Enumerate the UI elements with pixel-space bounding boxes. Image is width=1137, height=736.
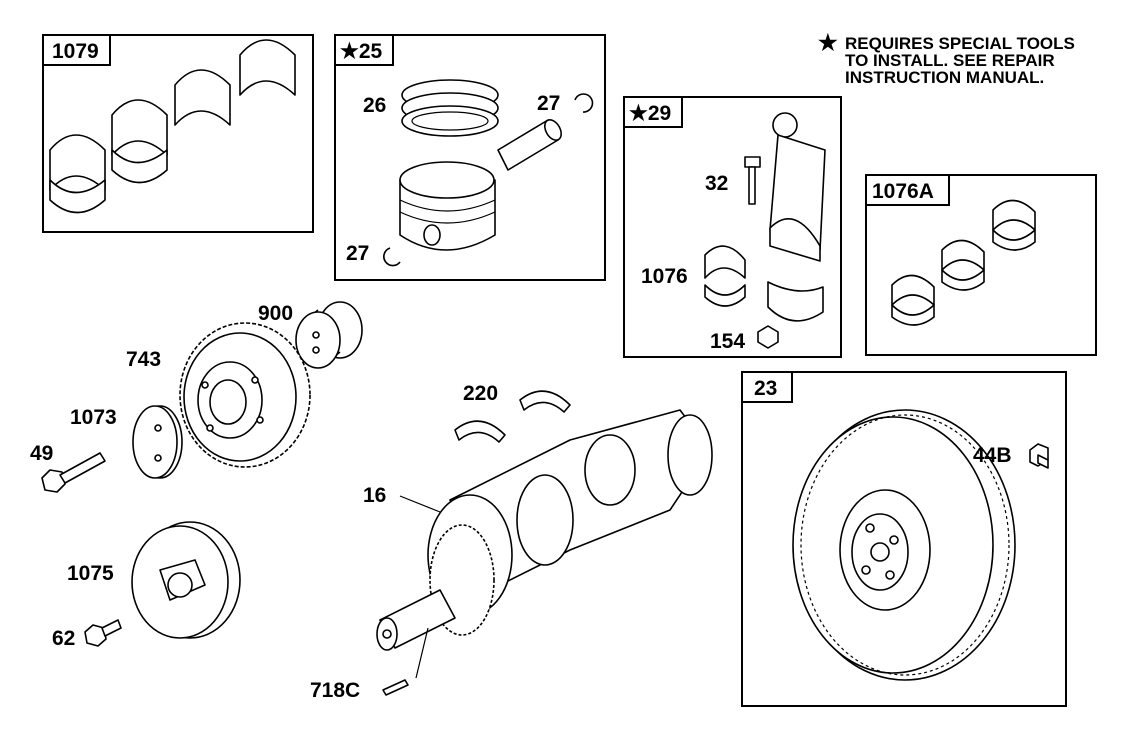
rod-bearing-icon xyxy=(704,245,746,307)
box-label-29: ★29 xyxy=(629,102,671,125)
rod-nut-icon xyxy=(757,325,779,349)
flywheel-icon xyxy=(792,409,1016,681)
piston-rings-icon xyxy=(401,79,499,137)
label-49: 49 xyxy=(30,442,53,465)
label-1075: 1075 xyxy=(67,562,114,585)
label-44B: 44B xyxy=(973,444,1012,467)
leader-16 xyxy=(399,495,441,513)
box-label-1079: 1079 xyxy=(52,40,99,63)
main-bearings-box: 1079 xyxy=(42,34,314,233)
key-icon xyxy=(382,627,429,696)
flywheel-bolt-icon xyxy=(1029,443,1049,469)
label-154: 154 xyxy=(710,330,745,353)
crankshaft-icon xyxy=(376,409,713,651)
thrust-washer-icon xyxy=(132,405,183,479)
piston-pin-icon xyxy=(497,119,562,171)
thrust-bearing-icon xyxy=(454,390,571,443)
label-26: 26 xyxy=(363,94,386,117)
rod-cap-icon xyxy=(767,281,824,322)
piston-icon xyxy=(399,161,496,251)
label-718C: 718C xyxy=(310,679,360,702)
label-220: 220 xyxy=(463,382,498,405)
rod-bearings-box: 1076A xyxy=(865,174,1097,356)
pin-clip-bottom-icon xyxy=(383,247,401,267)
balancer-weight-icon xyxy=(295,301,363,369)
gear-bolt-icon xyxy=(41,452,106,493)
label-1073: 1073 xyxy=(70,406,117,429)
rod-kit-box: ★29 32 1076 154 xyxy=(623,96,842,358)
label-27-top: 27 xyxy=(537,92,560,115)
pulley-icon xyxy=(131,521,241,639)
bearing-shell-icon xyxy=(49,39,296,214)
cam-gear-icon xyxy=(179,322,311,468)
label-16: 16 xyxy=(363,484,386,507)
label-743: 743 xyxy=(126,348,161,371)
note-line-3: INSTRUCTION MANUAL. xyxy=(845,68,1044,87)
box-label-23: 23 xyxy=(754,377,777,400)
note-line-1: REQUIRES SPECIAL TOOLS xyxy=(845,34,1075,53)
piston-kit-box: ★25 26 27 27 xyxy=(334,34,606,281)
label-32: 32 xyxy=(705,172,728,195)
pin-clip-top-icon xyxy=(574,93,594,113)
special-tools-note: ★ REQUIRES SPECIAL TOOLS TO INSTALL. SEE… xyxy=(818,30,1075,87)
flywheel-box: 23 44B xyxy=(741,371,1067,707)
label-900: 900 xyxy=(258,302,293,325)
note-line-2: TO INSTALL. SEE REPAIR xyxy=(845,51,1055,70)
box-label-1076A: 1076A xyxy=(872,180,934,203)
star-icon: ★ xyxy=(818,30,838,55)
label-27-bottom: 27 xyxy=(346,242,369,265)
connecting-rod-icon xyxy=(769,112,826,262)
label-62: 62 xyxy=(52,627,75,650)
box-label-25: ★25 xyxy=(340,40,383,63)
label-1076: 1076 xyxy=(641,265,688,288)
rod-bolt-icon xyxy=(744,156,761,205)
bearing-shell-icon xyxy=(891,199,1036,326)
pulley-bolt-icon xyxy=(84,619,122,647)
